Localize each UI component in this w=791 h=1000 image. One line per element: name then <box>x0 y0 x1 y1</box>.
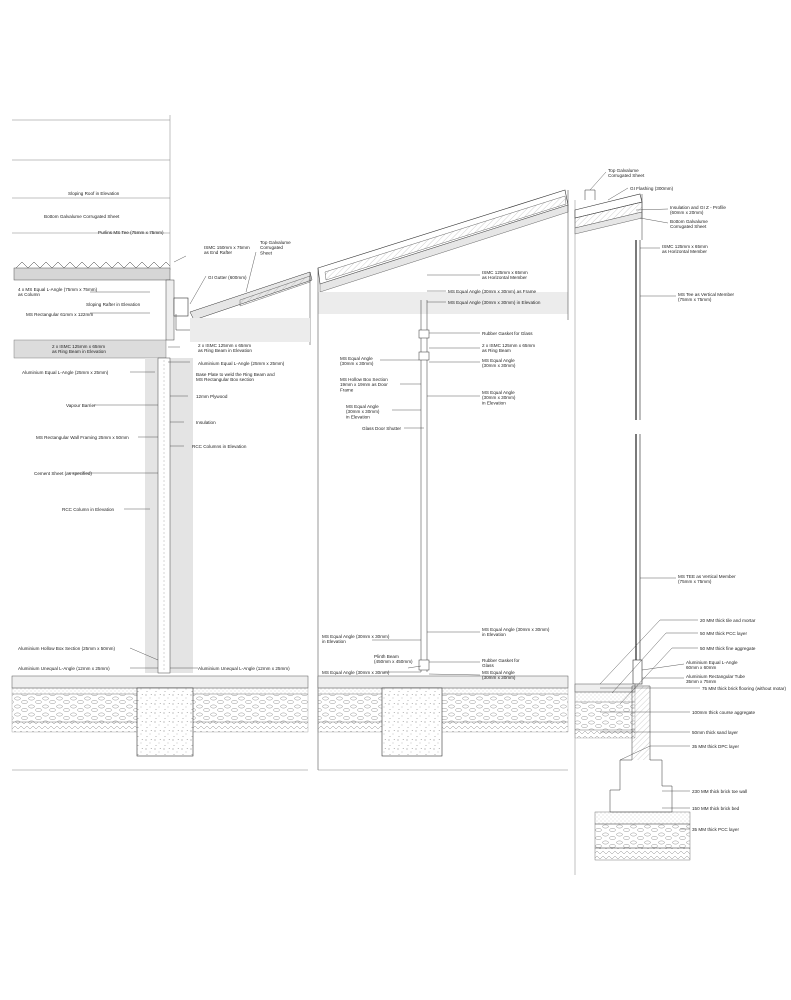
label-tile: 20 MM thick tile and mortar <box>700 618 756 623</box>
label-ms-tee-top: MS Tee as Vertical Member(75mm x 75mm) <box>678 292 735 302</box>
label-coarse-agg: 100mm thick course aggregate <box>692 710 756 715</box>
label-purlins: Purlins MS Tee (75mm x 75mm) <box>98 230 164 235</box>
label-ms-tee-bottom: MS TEE as Vertical Member(75mm x 75mm) <box>678 574 736 584</box>
label-ms-equal-right: MS Equal Angle(30mm x 30mm) <box>482 358 516 368</box>
label-dpc: 35 MM thick DPC layer <box>692 744 739 749</box>
label-cement-sheet: Cement Sheet (as specified) <box>34 471 92 476</box>
label-fine-agg: 50 MM thick fine aggregate <box>700 646 756 651</box>
label-rcc-columns: RCC Columns in Elevation <box>192 444 247 449</box>
label-al-equal-left: Aluminium Equal L-Angle (25mm x 25mm) <box>22 370 109 375</box>
label-sloping-roof: Sloping Roof in Elevation <box>68 191 120 196</box>
label-ms-equal-elev-right: MS Equal Angle(30mm x 30mm)in Elevation <box>482 390 516 405</box>
label-ms-equal-elev-left: MS Equal Angle(30mm x 30mm)in Elevation <box>346 404 380 419</box>
right-section <box>574 189 691 875</box>
label-ms-equal-left: MS Equal Angle(30mm x 30mm) <box>340 356 374 366</box>
label-gi-flashing: GI Flashing (300mm) <box>630 186 674 191</box>
label-glass-door: Glass Door Shutter <box>362 426 402 431</box>
label-insulation: Insulation <box>196 420 216 425</box>
label-gi-gutter: GI Gutter (600mm) <box>208 275 247 280</box>
label-brick-toe: 230 MM thick brick toe wall <box>692 789 747 794</box>
label-sand: 50mm thick sand layer <box>692 730 738 735</box>
label-al-equal-right: Aluminium Equal L-Angle (25mm x 25mm) <box>198 361 285 366</box>
label-ms-frame: MS Equal Angle (30mm x 30mm) as Frame <box>448 289 537 294</box>
label-al-hollow: Aluminium Hollow Box Section (25mm x 50m… <box>18 646 115 651</box>
middle-section <box>317 189 569 771</box>
label-bottom-sheet-left: Bottom Galvalume Corrugated Sheet <box>44 214 120 219</box>
label-ms-rect: MS Rectangular 61mm x 122mm <box>26 312 93 317</box>
label-ms-wall-framing: MS Rectangular Wall Framing 25mm x 50mm <box>36 435 129 440</box>
label-ms-equal-bottom-right: MS Equal Angle (30mm x 30mm)in Elevation <box>482 627 550 637</box>
label-vapour: Vapour Barrier <box>66 403 96 408</box>
label-brick-flooring: 75 MM thick brick flooring (without mota… <box>702 686 786 691</box>
label-ms-equal-base-right: MS Equal Angle(30mm x 30mm) <box>482 670 516 680</box>
label-sloping-rafter: Sloping Rafter in Elevation <box>86 302 141 307</box>
label-pcc-35: 35 MM thick PCC layer <box>692 827 739 832</box>
left-section <box>11 115 313 771</box>
label-ms-column: 4 x MS Equal L-Angle (75mm x 75mm)as Col… <box>18 287 98 297</box>
label-plywood: 12mm Plywood <box>196 394 228 399</box>
label-plinth: Plinth Beam(450mm x 450mm) <box>374 654 413 664</box>
label-ms-elev: MS Equal Angle (30mm x 30mm) in Elevatio… <box>448 300 541 305</box>
labels: Sloping Roof in Elevation Bottom Galvalu… <box>18 168 786 832</box>
label-rubber-gasket: Rubber Gasket for Glass <box>482 331 533 336</box>
label-al-unequal-right: Aluminium Unequal L-Angle (12mm x 25mm) <box>198 666 290 671</box>
label-brick-bed: 150 MM thick brick bed <box>692 806 740 811</box>
label-rcc-column: RCC Column in Elevation <box>62 507 115 512</box>
label-al-unequal-left: Aluminium Unequal L-Angle (12mm x 25mm) <box>18 666 110 671</box>
leaders <box>68 171 700 830</box>
label-pcc-50: 50 MM thick PCC layer <box>700 631 747 636</box>
label-ms-equal-bottom-left: MS Equal Angle (30mm x 30mm)in Elevation <box>322 634 390 644</box>
label-ms-equal-base: MS Equal Angle (30mm x 30mm) <box>322 670 390 675</box>
label-insulation-gi: Insulation and GI Z - Profile(60mm x 20m… <box>670 205 726 215</box>
